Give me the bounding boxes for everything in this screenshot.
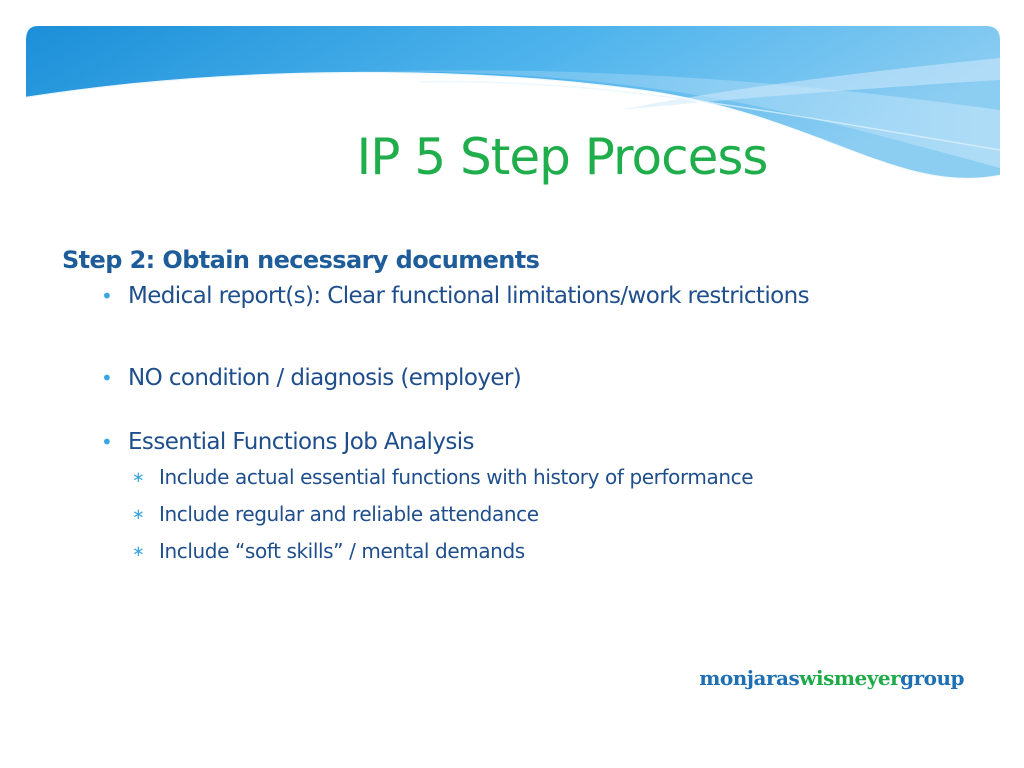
bullet-dot-icon: • <box>101 366 113 390</box>
asterisk-bullet-icon: ∗ <box>132 468 145 486</box>
bullet-text: NO condition / diagnosis (employer) <box>128 365 522 391</box>
bullet-dot-icon: • <box>101 284 113 308</box>
bullet-item-no-condition: • NO condition / diagnosis (employer) <box>62 362 982 426</box>
logo-part-group: group <box>900 666 964 690</box>
sub-bullet-text: Include actual essential functions with … <box>159 465 754 489</box>
sub-bullet-attendance: ∗ Include regular and reliable attendanc… <box>62 499 982 536</box>
sub-bullet-soft-skills: ∗ Include “soft skills” / mental demands <box>62 536 982 573</box>
sub-bullet-text: Include regular and reliable attendance <box>159 502 539 526</box>
sub-bullet-essential-functions: ∗ Include actual essential functions wit… <box>62 462 982 499</box>
slide-title: IP 5 Step Process <box>356 128 769 186</box>
slide-content: Step 2: Obtain necessary documents • Med… <box>62 246 982 573</box>
step-heading: Step 2: Obtain necessary documents <box>62 246 540 274</box>
asterisk-bullet-icon: ∗ <box>132 505 145 523</box>
logo-part-wismeyer: wismeyer <box>799 666 901 690</box>
company-logo: monjaraswismeyergroup <box>699 666 964 690</box>
bullet-text: Medical report(s): Clear functional limi… <box>128 283 810 309</box>
bullet-item-job-analysis: • Essential Functions Job Analysis <box>62 426 982 462</box>
header-wave-banner <box>25 26 1001 181</box>
bullet-item-medical-report: • Medical report(s): Clear functional li… <box>62 280 982 362</box>
logo-part-monjaras: monjaras <box>699 666 800 690</box>
bullet-text: Essential Functions Job Analysis <box>128 429 474 455</box>
sub-bullet-text: Include “soft skills” / mental demands <box>159 539 525 563</box>
asterisk-bullet-icon: ∗ <box>132 542 145 560</box>
bullet-dot-icon: • <box>101 430 113 454</box>
